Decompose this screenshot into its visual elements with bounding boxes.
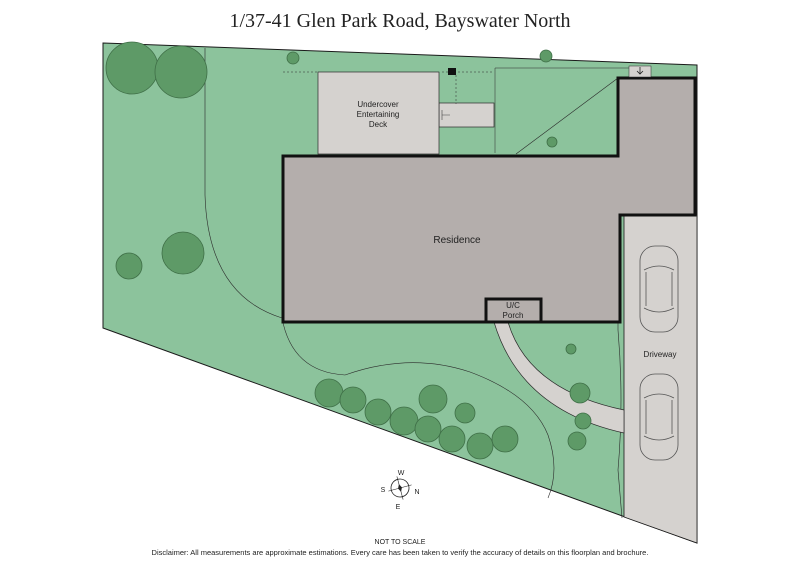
tree	[115, 252, 143, 280]
driveway-fence-line	[617, 215, 623, 519]
deck-label-line2: Entertaining	[357, 110, 400, 119]
tree	[286, 51, 300, 65]
disclaimer: Disclaimer: All measurements are approxi…	[151, 548, 649, 557]
tree	[565, 343, 577, 355]
meter-box	[448, 68, 456, 75]
trees	[105, 41, 592, 460]
compass-south: S	[381, 487, 386, 494]
tree	[438, 425, 466, 453]
tree	[539, 49, 553, 63]
tree	[466, 432, 494, 460]
garden-bed-line	[281, 317, 555, 499]
compass-east: E	[396, 504, 401, 511]
car-bottom	[639, 373, 679, 461]
compass-west: W	[398, 470, 405, 477]
compass-north: N	[414, 489, 419, 496]
tree	[154, 45, 208, 99]
scale-note: NOT TO SCALE	[374, 539, 426, 546]
tree	[546, 136, 558, 148]
porch-label-line2: Porch	[503, 311, 524, 320]
driveway-label: Driveway	[644, 350, 677, 359]
tree	[574, 412, 592, 430]
tree	[161, 231, 205, 275]
tree	[389, 406, 419, 436]
compass-icon	[388, 476, 412, 500]
garden-bed-line	[204, 48, 283, 319]
porch	[484, 297, 543, 324]
tree	[569, 382, 591, 404]
tree	[105, 41, 159, 95]
tree	[314, 378, 344, 408]
driveway	[623, 214, 698, 544]
tree	[339, 386, 367, 414]
tree	[491, 425, 519, 453]
door-swing	[441, 110, 450, 120]
entertaining-deck	[317, 71, 440, 155]
porch-label-line1: U/C	[506, 301, 520, 310]
porch-path	[493, 321, 625, 434]
plan-title: 1/37-41 Glen Park Road, Bayswater North	[229, 10, 571, 32]
residence-label: Residence	[433, 235, 481, 246]
deck-label-line3: Deck	[369, 120, 388, 129]
tree	[414, 415, 442, 443]
down-arrow-icon	[628, 65, 652, 78]
deck-label-line1: Undercover	[357, 100, 399, 109]
tree	[454, 402, 476, 424]
tree	[364, 398, 392, 426]
tree	[567, 431, 587, 451]
car-top	[639, 245, 679, 333]
tree	[418, 384, 448, 414]
